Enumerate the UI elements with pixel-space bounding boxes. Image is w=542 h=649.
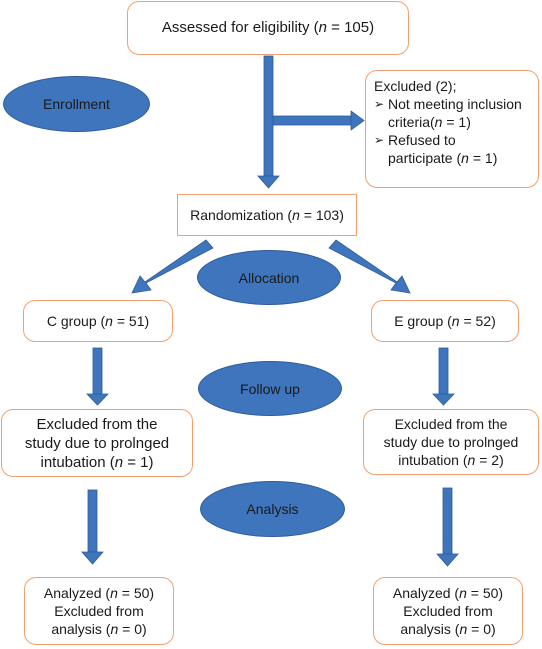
assessed-box: Assessed for eligibility (n = 105) [127,1,409,55]
arrow-e-group-down [432,347,455,406]
excluded-item-not-meeting: Not meeting inclusion criteria(n = 1) [374,95,530,131]
excluded-title: Excluded (2); [374,78,457,94]
allocation-ellipse: Allocation [197,250,341,305]
e-analyzed-box: Analyzed (n = 50) Excluded from analysis… [373,577,523,645]
randomization-box: Randomization (n = 103) [177,194,357,236]
analysis-ellipse: Analysis [200,481,345,537]
e-analyzed-text: Analyzed (n = 50) Excluded from analysis… [392,585,504,637]
e-excluded-box: Excluded from the study due to prolnged … [363,409,539,475]
c-analyzed-box: Analyzed (n = 50) Excluded from analysis… [24,577,174,645]
enrollment-label: Enrollment [43,96,110,112]
allocation-label: Allocation [238,269,300,286]
analysis-label: Analysis [246,501,299,517]
c-group-text: C group (n = 51) [46,313,150,329]
c-excluded-text: Excluded from the study due to prolnged … [24,415,170,471]
enrollment-ellipse: Enrollment [3,76,150,132]
assessed-text: Assessed for eligibility (n = 105) [161,19,375,36]
c-analyzed-text: Analyzed (n = 50) Excluded from analysis… [43,585,155,637]
c-excluded-box: Excluded from the study due to prolnged … [1,409,193,477]
randomization-text: Randomization (n = 103) [190,207,344,223]
excluded-box: Excluded (2); Not meeting inclusion crit… [365,70,539,188]
excluded-item-refused: Refused to participate (n = 1) [374,131,530,167]
e-group-text: E group (n = 52) [394,313,496,329]
arrow-to-e-group [328,239,411,294]
e-excluded-text: Excluded from the study due to prolnged … [383,416,519,468]
e-group-box: E group (n = 52) [371,300,519,342]
follow-up-ellipse: Follow up [198,361,342,416]
follow-up-label: Follow up [240,380,300,397]
arrow-to-excluded [272,110,365,131]
arrow-e-excluded-down [436,487,459,567]
arrow-to-c-group [131,239,214,294]
c-group-box: C group (n = 51) [23,300,173,342]
excluded-list: Not meeting inclusion criteria(n = 1) Re… [374,95,530,167]
arrow-c-excluded-down [81,489,104,565]
arrow-c-group-down [86,347,109,406]
